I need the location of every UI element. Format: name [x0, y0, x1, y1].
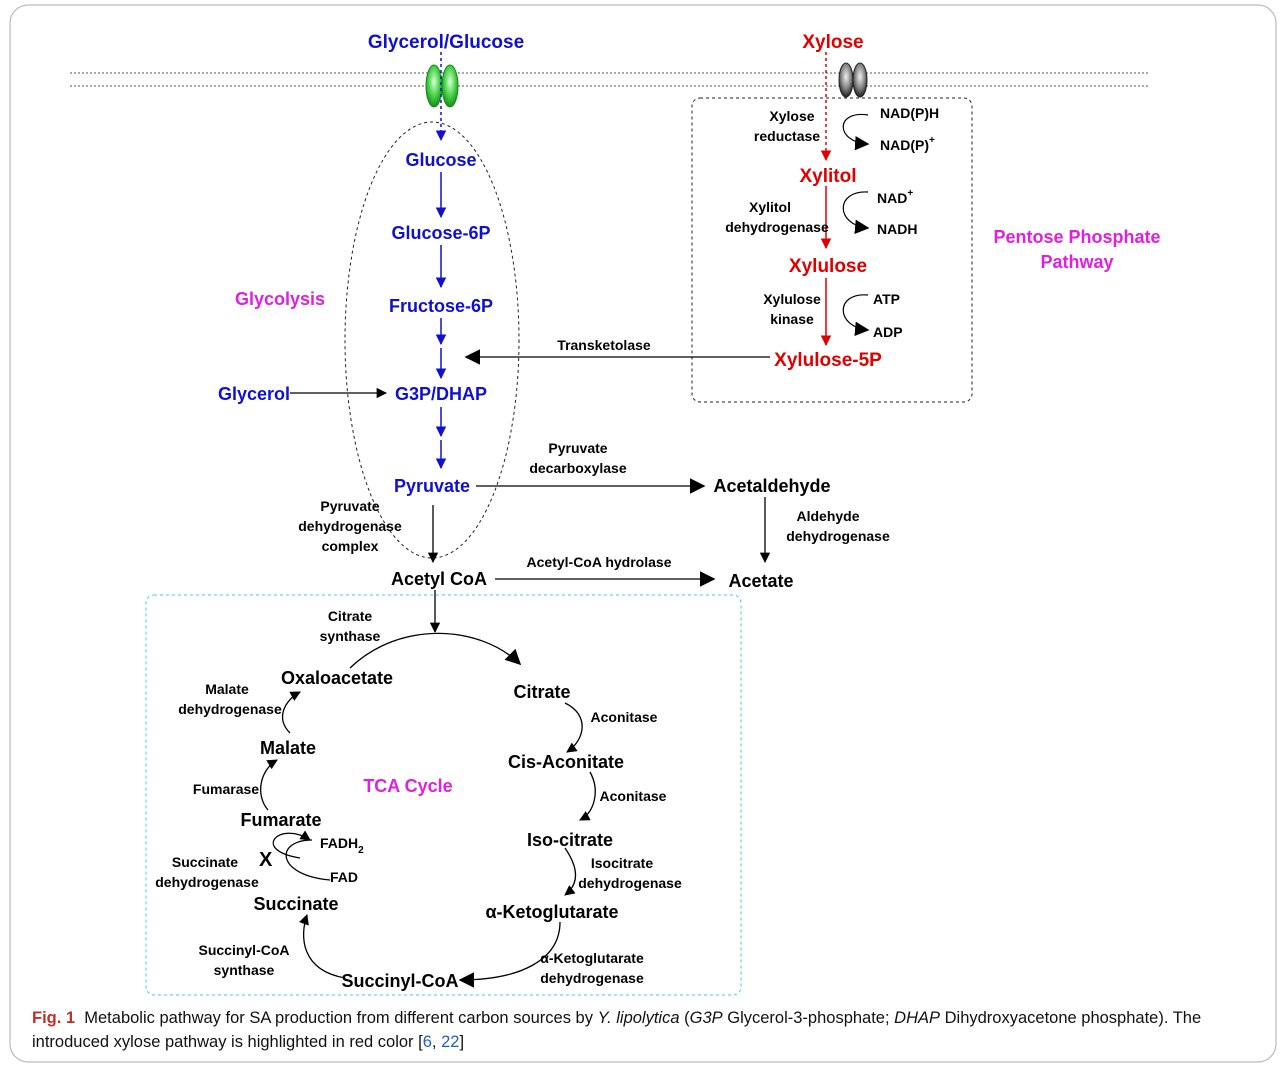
label-tca-cycle: TCA Cycle [363, 776, 452, 796]
node-succinate: Succinate [253, 894, 338, 914]
cofactor-nadph: NAD(P)H [880, 105, 939, 121]
enzyme-malate-dh-line1: Malate [205, 681, 249, 697]
enzyme-citrate-synthase-line2: synthase [320, 628, 381, 644]
node-succinyl-coa: Succinyl-CoA [341, 971, 458, 991]
node-acetaldehyde: Acetaldehyde [713, 476, 830, 496]
node-acetyl-coa: Acetyl CoA [391, 569, 487, 589]
enzyme-aldehyde-dh-line1: Aldehyde [796, 508, 859, 524]
node-cis-aconitate: Cis-Aconitate [508, 752, 624, 772]
enzyme-pyruvate-decarboxylase-line1: Pyruvate [548, 440, 607, 456]
enzyme-citrate-synthase-line1: Citrate [328, 608, 373, 624]
cofactor-adp: ADP [873, 324, 903, 340]
enzyme-aldehyde-dh-line2: dehydrogenase [786, 528, 890, 544]
caption-abbr-g3p: G3P [689, 1009, 723, 1027]
enzyme-xylose-reductase-line2: reductase [754, 128, 820, 144]
node-fumarate: Fumarate [240, 810, 321, 830]
figure-caption: Fig. 1 Metabolic pathway for SA producti… [32, 1006, 1262, 1054]
node-g3p-dhap: G3P/DHAP [395, 384, 487, 404]
caption-paren: ( [684, 1009, 690, 1027]
node-acetate: Acetate [728, 571, 793, 591]
node-alpha-ketoglutarate: α-Ketoglutarate [485, 902, 618, 922]
enzyme-xylulose-kinase-line1: Xylulose [763, 291, 821, 307]
enzyme-xylose-reductase-line1: Xylose [769, 108, 814, 124]
label-pentose-phosphate: Pentose Phosphate [993, 227, 1160, 247]
cofactor-fad: FAD [330, 869, 358, 885]
caption-label: Fig. 1 [32, 1009, 76, 1027]
caption-abbr-dhap: DHAP [894, 1009, 941, 1027]
caption-sep: , [431, 1033, 442, 1051]
enzyme-pyruvate-decarboxylase-line2: decarboxylase [529, 460, 626, 476]
caption-reference-1[interactable]: 6 [422, 1033, 432, 1051]
enzyme-acetyl-coa-hydrolase: Acetyl-CoA hydrolase [527, 554, 672, 570]
caption-text: Metabolic pathway for SA production from… [84, 1009, 593, 1027]
caption-dhap-def: Dihydroxyacetone phosphate). The introdu… [32, 1009, 1202, 1051]
cofactor-atp: ATP [873, 291, 900, 307]
node-fructose-6p: Fructose-6P [389, 296, 493, 316]
node-oxaloacetate: Oxaloacetate [281, 668, 393, 688]
caption-reference-2[interactable]: 22 [441, 1033, 460, 1051]
node-xylitol: Xylitol [799, 166, 856, 187]
node-glucose: Glucose [405, 150, 476, 170]
glucose-transporter-icon [425, 64, 459, 108]
enzyme-aconitase-2: Aconitase [600, 788, 667, 804]
enzyme-akg-dh-line1: α-Ketoglutarate [540, 950, 644, 966]
caption-end: ] [459, 1033, 465, 1051]
node-xylulose: Xylulose [789, 256, 867, 277]
cell-membrane [70, 72, 1150, 87]
tca-cycle-region [145, 594, 742, 996]
glycolysis-region [344, 121, 520, 559]
node-pyruvate: Pyruvate [394, 476, 470, 496]
label-pathway: Pathway [1040, 252, 1113, 272]
pentose-phosphate-region [691, 97, 973, 403]
node-malate: Malate [260, 738, 316, 758]
enzyme-succinyl-coa-synthase-line1: Succinyl-CoA [198, 942, 289, 958]
metabolic-pathway-diagram: Glycerol/Glucose Xylose Glucose Glucose-… [70, 32, 1161, 996]
enzyme-succinate-dh-line1: Succinate [172, 854, 238, 870]
enzyme-xylitol-dh-line2: dehydrogenase [725, 219, 829, 235]
label-glycolysis: Glycolysis [235, 289, 325, 309]
caption-g3p-def: Glycerol-3-phosphate; [727, 1009, 890, 1027]
enzyme-xylitol-dh-line1: Xylitol [749, 199, 791, 215]
xylose-transporter-icon [838, 62, 868, 98]
enzyme-isocitrate-dh-line2: dehydrogenase [578, 875, 682, 891]
enzyme-transketolase: Transketolase [557, 337, 651, 353]
enzyme-succinyl-coa-synthase-line2: synthase [214, 962, 275, 978]
caption-organism: Y. lipolytica [597, 1009, 680, 1027]
cofactor-nad: NAD+ [877, 188, 913, 206]
node-citrate: Citrate [513, 682, 570, 702]
blocked-step-mark: X [259, 849, 273, 871]
enzyme-fumarase: Fumarase [193, 781, 259, 797]
enzyme-isocitrate-dh-line1: Isocitrate [591, 855, 653, 871]
enzyme-akg-dh-line2: dehydrogenase [540, 970, 644, 986]
node-iso-citrate: Iso-citrate [527, 830, 613, 850]
node-glycerol-glucose: Glycerol/Glucose [368, 32, 524, 53]
enzyme-aconitase-1: Aconitase [591, 709, 658, 725]
cofactor-nadp: NAD(P)+ [880, 135, 935, 153]
node-xylose: Xylose [802, 32, 863, 53]
enzyme-malate-dh-line2: dehydrogenase [178, 701, 282, 717]
cofactor-nadh: NADH [877, 221, 917, 237]
pathway-arrows [260, 349, 771, 988]
enzyme-succinate-dh-line2: dehydrogenase [155, 874, 259, 890]
cofactor-fadh2: FADH2 [320, 835, 364, 856]
enzyme-pdh-line2: dehydrogenase [298, 518, 402, 534]
node-xylulose-5p: Xylulose-5P [774, 350, 882, 371]
node-glucose-6p: Glucose-6P [391, 223, 490, 243]
enzyme-xylulose-kinase-line2: kinase [770, 311, 814, 327]
enzyme-pdh-line1: Pyruvate [320, 498, 379, 514]
node-glycerol: Glycerol [218, 384, 290, 404]
enzyme-pdh-line3: complex [322, 538, 379, 554]
cofactor-arrows [842, 113, 870, 336]
